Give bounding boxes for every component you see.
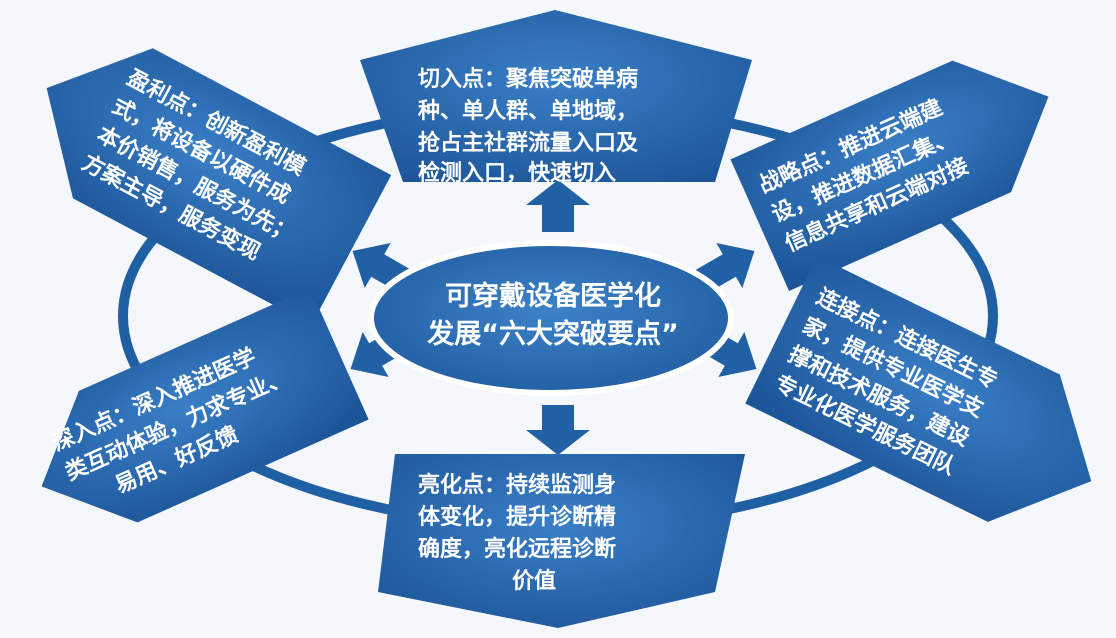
svg-text:检测入口，快速切入: 检测入口，快速切入 — [418, 160, 616, 186]
top-right-point-shape — [730, 60, 1049, 291]
bottom-point-shape — [378, 454, 745, 628]
svg-text:亮化点：持续监测身: 亮化点：持续监测身 — [418, 472, 616, 498]
center-title-line2: 发展“六大突破要点” — [426, 318, 679, 350]
arrow-down — [526, 405, 590, 455]
svg-text:抢占主社群流量入口及: 抢占主社群流量入口及 — [418, 130, 639, 156]
center-ellipse — [368, 240, 734, 396]
bottom-right-point-shape — [745, 256, 1092, 522]
svg-text:确度，亮化远程诊断: 确度，亮化远程诊断 — [418, 536, 616, 562]
arrow-up — [526, 180, 590, 232]
center-title-line1: 可穿戴设备医学化 — [445, 280, 661, 312]
top-point-shape — [360, 10, 752, 182]
top-left-point-shape — [46, 48, 392, 326]
svg-text:种、单人群、单地域，: 种、单人群、单地域， — [418, 98, 638, 124]
svg-text:体变化，提升诊断精: 体变化，提升诊断精 — [418, 504, 616, 530]
svg-text:价值: 价值 — [512, 568, 556, 594]
svg-text:切入点：聚焦突破单病: 切入点：聚焦突破单病 — [418, 66, 638, 92]
top-point-text: 切入点：聚焦突破单病 种、单人群、单地域， 抢占主社群流量入口及 检测入口，快速… — [418, 66, 639, 186]
bottom-point-text: 亮化点：持续监测身 体变化，提升诊断精 确度，亮化远程诊断 价值 — [418, 472, 616, 594]
bottom-left-point-shape — [41, 287, 369, 523]
